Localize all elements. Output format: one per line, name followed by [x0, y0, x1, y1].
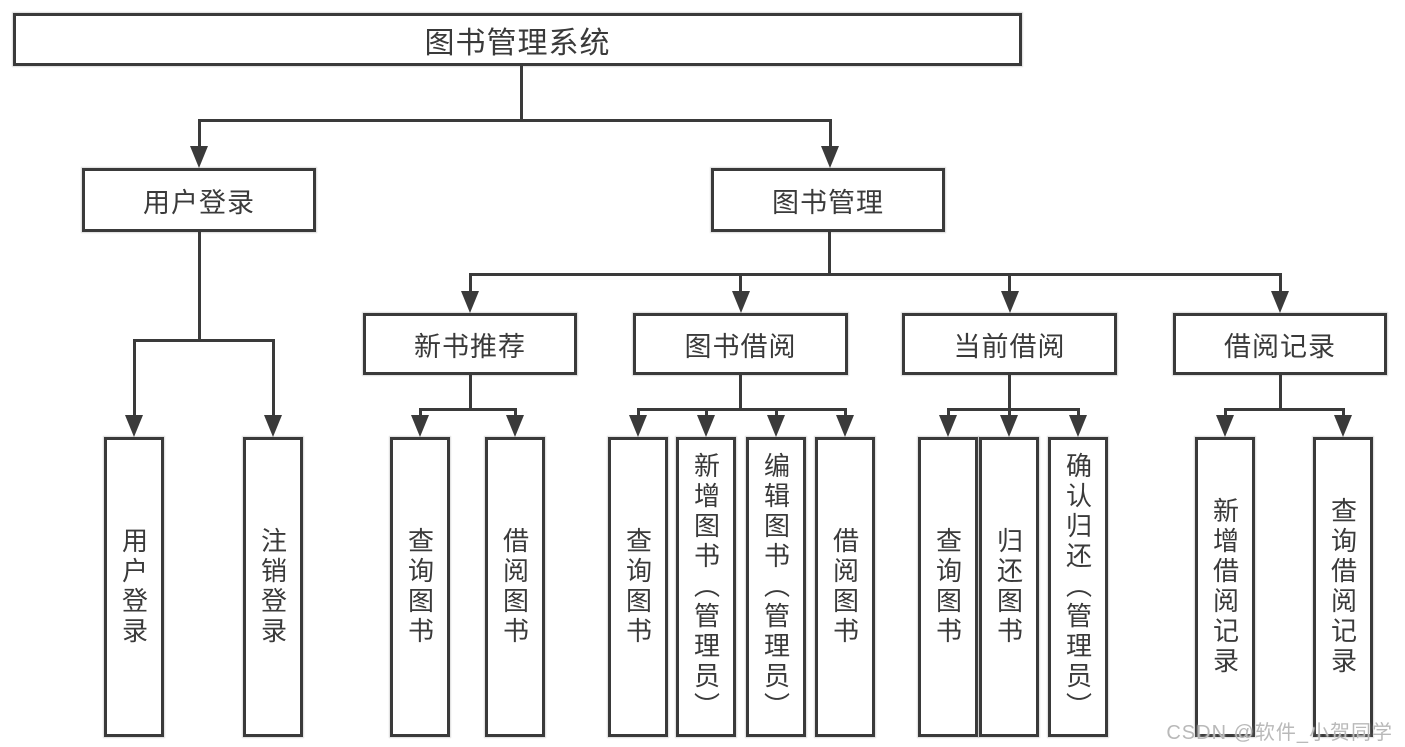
connector-line: [468, 273, 472, 293]
arrow-down-icon: [697, 415, 715, 437]
arrow-down-icon: [461, 291, 479, 313]
leaf-borrow-books-recommend: 借阅图书: [485, 437, 545, 737]
connector-line: [636, 408, 640, 418]
node-root: 图书管理系统: [13, 13, 1022, 66]
node-current-borrow: 当前借阅: [902, 313, 1117, 375]
leaf-add-book-admin: 新增图书（管理员）: [676, 437, 736, 737]
connector-line: [828, 119, 832, 149]
connector-line: [1278, 273, 1282, 293]
connector-line: [132, 339, 275, 342]
connector-line: [197, 119, 832, 122]
connector-line: [739, 375, 742, 408]
arrow-down-icon: [836, 415, 854, 437]
connector-line: [513, 408, 517, 418]
connector-line: [946, 408, 950, 418]
connector-line: [519, 66, 523, 119]
arrow-down-icon: [190, 146, 208, 168]
connector-line: [843, 408, 847, 418]
connector-line: [636, 408, 847, 411]
leaf-user-login: 用户登录: [104, 437, 164, 737]
leaf-logout-login: 注销登录: [243, 437, 303, 737]
connector-line: [1223, 408, 1227, 418]
arrow-down-icon: [264, 415, 282, 437]
arrow-down-icon: [821, 146, 839, 168]
arrow-down-icon: [1216, 415, 1234, 437]
connector-line: [1008, 273, 1011, 293]
node-book-borrow: 图书借阅: [633, 313, 848, 375]
node-new-book-recommend: 新书推荐: [363, 313, 577, 375]
arrow-down-icon: [1271, 291, 1289, 313]
arrow-down-icon: [125, 415, 143, 437]
arrow-down-icon: [939, 415, 957, 437]
node-book-management: 图书管理: [711, 168, 945, 232]
watermark: CSDN @软件_小贺同学: [1166, 722, 1393, 744]
connector-line: [739, 273, 742, 293]
leaf-query-books-current: 查询图书: [918, 437, 978, 737]
leaf-borrow-books-borrow: 借阅图书: [815, 437, 875, 737]
connector-line: [1007, 408, 1011, 418]
leaf-confirm-return-admin: 确认归还（管理员）: [1048, 437, 1108, 737]
node-borrow-records: 借阅记录: [1173, 313, 1387, 375]
connector-line: [197, 119, 201, 149]
connector-line: [704, 408, 708, 418]
leaf-add-borrow-record: 新增借阅记录: [1195, 437, 1255, 737]
connector-line: [468, 375, 472, 408]
connector-line: [1278, 375, 1282, 408]
connector-line: [197, 232, 201, 339]
leaf-query-books-recommend: 查询图书: [390, 437, 450, 737]
connector-line: [1223, 408, 1345, 411]
connector-line: [946, 408, 1080, 411]
leaf-edit-book-admin: 编辑图书（管理员）: [746, 437, 806, 737]
connector-line: [132, 339, 136, 417]
arrow-down-icon: [1334, 415, 1352, 437]
connector-line: [271, 339, 275, 417]
node-user-login: 用户登录: [82, 168, 316, 232]
connector-line: [827, 232, 831, 273]
connector-line: [1076, 408, 1080, 418]
leaf-query-books-borrow: 查询图书: [608, 437, 668, 737]
connector-line: [468, 273, 1282, 276]
arrow-down-icon: [767, 415, 785, 437]
leaf-return-book: 归还图书: [979, 437, 1039, 737]
arrow-down-icon: [1000, 291, 1019, 313]
connector-line: [418, 408, 517, 411]
arrow-down-icon: [1069, 415, 1087, 437]
arrow-down-icon: [1000, 415, 1018, 437]
connector-line: [1008, 375, 1011, 408]
arrow-down-icon: [731, 291, 750, 313]
leaf-query-borrow-record: 查询借阅记录: [1313, 437, 1373, 737]
connector-line: [774, 408, 778, 418]
arrow-down-icon: [506, 415, 524, 437]
arrow-down-icon: [629, 415, 647, 437]
connector-line: [1341, 408, 1345, 418]
arrow-down-icon: [411, 415, 429, 437]
connector-line: [418, 408, 422, 418]
